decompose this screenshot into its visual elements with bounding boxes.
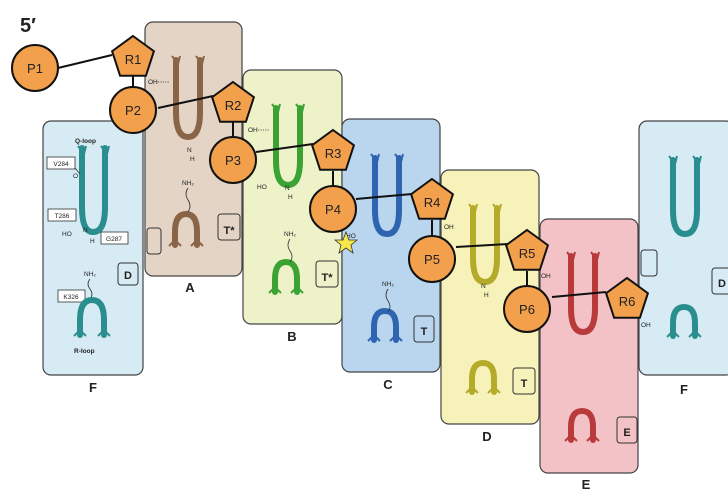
- chem-nh2-c: NH₂: [382, 281, 394, 288]
- t286-n: N: [83, 227, 88, 234]
- subunit-shapes: T* T* T T E D: [146, 55, 728, 444]
- v284-box: [46, 156, 76, 170]
- ribose-r1: [110, 34, 156, 77]
- chem-h-d: H: [484, 292, 489, 299]
- panel-f-right: F: [638, 120, 728, 397]
- r-loop-arch: [77, 296, 107, 338]
- panel-e: E: [539, 218, 639, 491]
- chem-h-a: H: [190, 156, 195, 163]
- c-u-shape: [372, 155, 402, 238]
- b-u-shape: [273, 105, 303, 189]
- chem-oh-c: OH: [444, 224, 454, 231]
- star-icon: [333, 230, 359, 254]
- panel-label-a: A: [185, 280, 195, 295]
- ribose-label-r5: R5: [519, 246, 536, 261]
- f-left-d-box: [117, 262, 139, 286]
- phosphate-p2: [109, 86, 157, 134]
- five-prime-label: 5′: [20, 15, 36, 37]
- ribose-label-r3: R3: [325, 146, 342, 161]
- ribose-r5: [504, 228, 550, 271]
- ribose-r2: [210, 80, 256, 123]
- b-t-tag: T*: [322, 272, 334, 284]
- g287-box: [100, 231, 129, 245]
- phosphate-p4: [309, 185, 357, 233]
- ribose-label-r6: R6: [619, 294, 636, 309]
- chem-ho-b: HO: [257, 184, 267, 191]
- c-arch: [371, 307, 399, 343]
- r-loop-foot-left: [73, 328, 87, 337]
- panel-label-c: C: [383, 377, 393, 392]
- chem-labels: OH N H NH₂ OH HO N H NH₂ HO NH₂ OH N H O…: [148, 79, 651, 329]
- q-loop-tip-left: [77, 145, 87, 155]
- phosphate-p5: [408, 235, 456, 283]
- f-right-arch: [670, 303, 698, 339]
- ribose-r6: [604, 276, 650, 319]
- phosphate-p3: [209, 136, 257, 184]
- chem-ho-c: HO: [346, 233, 356, 240]
- panel-label-f-left: F: [89, 380, 97, 395]
- f-right-d-tag: D: [718, 278, 726, 290]
- panel-f-left: F: [42, 120, 144, 395]
- a-arch: [172, 210, 200, 248]
- phosphate-p1: [11, 44, 59, 92]
- phosphate-label-p2: P2: [125, 103, 141, 118]
- r-loop-foot-right: [97, 328, 111, 337]
- k326-nh2: NH₂: [84, 271, 96, 278]
- ribose-label-r4: R4: [424, 195, 441, 210]
- chem-oh-a: OH: [148, 79, 158, 86]
- t286-label: T286: [55, 213, 70, 220]
- a-t-tag: T*: [224, 225, 236, 237]
- d-t-tag: T: [521, 378, 528, 390]
- chem-n-a: N: [187, 147, 192, 154]
- e-e-tag: E: [623, 427, 630, 439]
- g287-label: G287: [106, 236, 122, 243]
- ribose-label-r1: R1: [125, 52, 142, 67]
- q-loop-label: Q-loop: [75, 138, 96, 145]
- f-right-u-shape: [670, 157, 700, 238]
- phosphate-p6: [503, 285, 551, 333]
- chem-n-d: N: [481, 283, 486, 290]
- v284-o: O: [73, 173, 78, 180]
- v284-label: V284: [53, 161, 69, 168]
- e-u-shape: [568, 253, 598, 336]
- d-u-shape: [470, 205, 500, 286]
- k326-label: K326: [63, 294, 79, 301]
- ribose-r4: [409, 177, 455, 220]
- chem-oh-b: OH: [248, 127, 258, 134]
- ribose-label-r2: R2: [225, 98, 242, 113]
- chem-nh2-a: NH₂: [182, 180, 194, 187]
- q-loop-tip-right: [100, 145, 110, 155]
- chem-oh-r6: OH: [641, 322, 651, 329]
- phosphate-label-p6: P6: [519, 302, 535, 317]
- chem-n-b: N: [285, 185, 290, 192]
- chem-nh2-b: NH₂: [284, 231, 296, 238]
- phosphate-label-p3: P3: [225, 153, 241, 168]
- t286-box: [47, 208, 77, 222]
- ribose-r3: [310, 128, 356, 171]
- b-arch: [272, 258, 300, 295]
- panel-label-e: E: [582, 477, 591, 491]
- k326-box: [57, 289, 86, 303]
- a-u-shape: [173, 57, 203, 141]
- d-arch: [469, 359, 497, 395]
- t286-ho: HO: [62, 231, 72, 238]
- chem-h-b: H: [288, 194, 293, 201]
- e-arch: [568, 407, 596, 443]
- f-left-d-tag: D: [124, 270, 132, 282]
- t286-h: H: [90, 238, 95, 245]
- chem-oh-e: OH: [541, 273, 551, 280]
- r-loop-label: R-loop: [74, 348, 95, 355]
- c-t-tag: T: [421, 326, 428, 338]
- phosphate-label-p4: P4: [325, 202, 341, 217]
- phosphate-label-p1: P1: [27, 61, 43, 76]
- panel-label-f-right: F: [680, 382, 688, 397]
- phosphate-label-p5: P5: [424, 252, 440, 267]
- q-loop-u-shape: [79, 145, 108, 236]
- f-left-details: Q-loop V284 O T286 HO N H G287 NH₂ K326 …: [46, 138, 139, 355]
- panel-label-b: B: [287, 329, 296, 344]
- panel-label-d: D: [482, 429, 491, 444]
